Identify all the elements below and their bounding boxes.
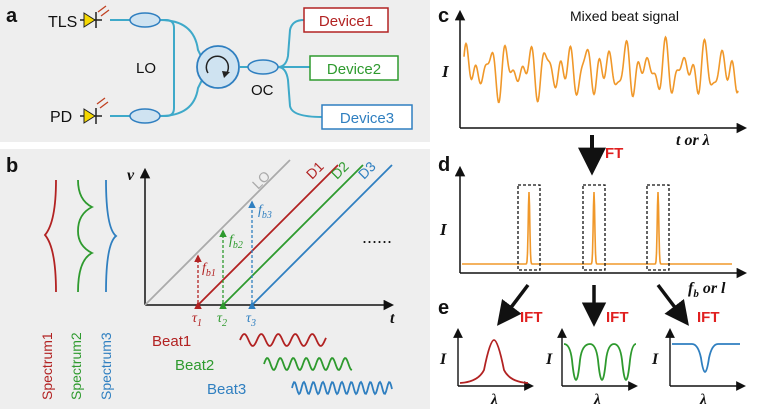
photodiode-icon	[80, 97, 109, 124]
spectrum2-curve	[77, 179, 95, 293]
mini3-y-label: I	[651, 351, 659, 368]
beat1-wave	[239, 333, 327, 347]
optical-coupler	[247, 59, 279, 75]
panel-b-background	[0, 149, 430, 409]
panel-d-label: d	[438, 154, 450, 176]
panel-e-label: e	[438, 297, 449, 319]
laser-diode-icon	[80, 5, 110, 28]
beat2-label: Beat2	[175, 357, 214, 374]
tls-label: TLS	[48, 14, 77, 31]
spectrum1-label: Spectrum1	[39, 332, 55, 400]
recovered-spectrum3	[672, 343, 740, 373]
d3-sweep-line	[251, 164, 393, 306]
mini3-x-label: λ	[699, 392, 707, 408]
peak1-window	[517, 184, 541, 271]
mini1-y-label: I	[439, 351, 447, 368]
device2-label: Device2	[327, 61, 381, 78]
ift-label-3: IFT	[697, 309, 720, 326]
ift-label-1: IFT	[520, 309, 543, 326]
panel-c-x-label: t or λ	[676, 132, 710, 149]
circulator-icon	[196, 45, 240, 89]
fb1-label: fb1	[202, 261, 216, 279]
mixed-beat-signal	[463, 35, 739, 104]
device3-label: Device3	[340, 110, 394, 127]
mini2-y-label: I	[545, 351, 553, 368]
recovered-spectrum1	[459, 339, 529, 384]
beat3-label: Beat3	[207, 381, 246, 398]
peak2-window	[582, 184, 606, 271]
panel-c-y-label: I	[441, 62, 450, 81]
tau2-label: τ2	[217, 311, 227, 329]
fiber-network	[110, 19, 323, 118]
d2-sweep-line	[222, 164, 364, 306]
mini1-x-label: λ	[490, 392, 498, 408]
ft-label: FT	[605, 145, 623, 162]
peak3-window	[646, 184, 670, 271]
fb3-label: fb3	[258, 203, 272, 221]
panel-d-x-label: fb or l	[688, 280, 726, 300]
beat2-wave	[263, 357, 353, 371]
panel-b-y-label: v	[127, 167, 135, 184]
device3-box	[321, 104, 413, 130]
beat1-label: Beat1	[152, 333, 191, 350]
device2-box	[309, 55, 399, 81]
panel-b-x-label: t	[390, 310, 395, 327]
pd-label: PD	[50, 109, 72, 126]
lo-sweep-line	[144, 159, 291, 306]
panel-c-title: Mixed beat signal	[570, 8, 679, 24]
oc-label: OC	[251, 82, 274, 99]
spectrum-curves	[43, 179, 118, 293]
panel-c-label: c	[438, 5, 449, 27]
spectrum2-label: Spectrum2	[68, 332, 84, 400]
lo-label: LO	[136, 60, 156, 77]
tau1-label: τ1	[192, 311, 202, 329]
mini2-x-label: λ	[593, 392, 601, 408]
panel-b-label: b	[6, 155, 18, 177]
coupler-top	[129, 12, 161, 28]
coupler-bottom	[129, 108, 161, 124]
fourier-spectrum	[462, 191, 732, 265]
ift-label-2: IFT	[606, 309, 629, 326]
spectrum1-curve	[43, 179, 57, 293]
spectrum3-label: Spectrum3	[98, 332, 114, 400]
ellipsis: ......	[362, 227, 392, 247]
device1-box	[303, 7, 389, 33]
ift-arrow-1	[497, 283, 530, 326]
panel-a-label: a	[6, 5, 18, 27]
ift-arrow-3	[656, 283, 689, 326]
recovered-spectrum2	[563, 343, 637, 381]
panel-d-y-label: I	[439, 220, 448, 239]
device1-label: Device1	[319, 13, 373, 30]
spectrum3-curve	[105, 179, 118, 293]
fb2-label: fb2	[229, 233, 243, 251]
tau3-label: τ3	[246, 311, 256, 329]
beat3-wave	[291, 380, 393, 396]
